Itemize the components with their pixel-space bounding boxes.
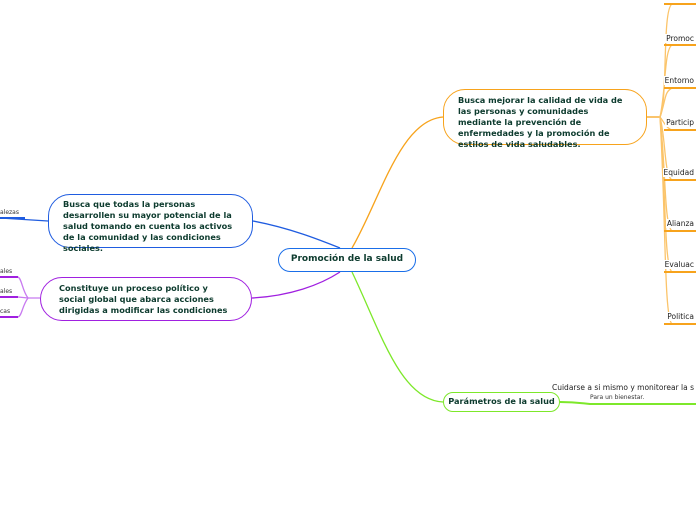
leaf-fortalezas[interactable]: alezas	[0, 209, 19, 216]
leaf-entorno[interactable]: Entorno	[663, 76, 695, 85]
leaf-purple-2[interactable]: ales	[0, 288, 13, 295]
central-node[interactable]: Promoción de la salud	[278, 248, 416, 272]
green-branch-node[interactable]: Parámetros de la salud	[443, 392, 560, 412]
leaf-equidad[interactable]: Equidad	[662, 168, 695, 177]
leaf-politica[interactable]: Politica	[666, 312, 695, 321]
leaf-purple-3[interactable]: cas	[0, 308, 11, 315]
leaf-purple-1[interactable]: ales	[0, 268, 13, 275]
leaf-particip[interactable]: Particip	[665, 118, 695, 127]
leaf-bienestar[interactable]: Para un bienestar.	[590, 394, 645, 401]
purple-branch-node[interactable]: Constituye un proceso político y social …	[40, 277, 252, 321]
leaf-evaluac[interactable]: Evaluac	[663, 260, 695, 269]
blue-branch-node[interactable]: Busca que todas la personas desarrollen …	[48, 194, 253, 253]
leaf-promoc[interactable]: Promoc	[665, 34, 695, 43]
orange-branch-node[interactable]: Busca mejorar la calidad de vida de las …	[443, 89, 647, 149]
leaf-cuidarse[interactable]: Cuidarse a si mismo y monitorear la s	[550, 383, 695, 392]
leaf-alianza[interactable]: Alianza	[665, 219, 695, 228]
